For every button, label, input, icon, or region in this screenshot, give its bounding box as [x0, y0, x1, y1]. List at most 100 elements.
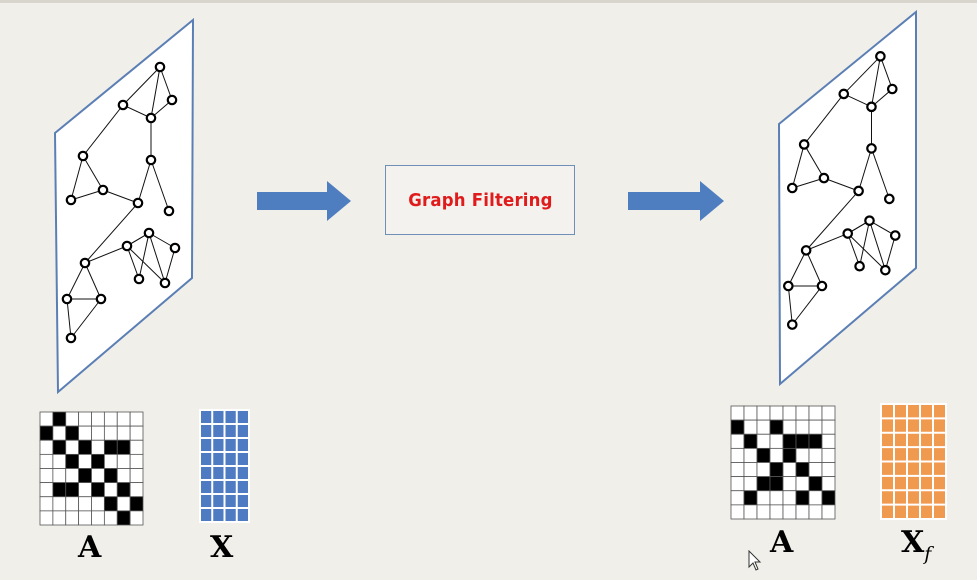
graph-edge	[791, 144, 805, 189]
graph-node	[159, 277, 171, 289]
matrix-cell	[65, 510, 80, 526]
graph-edge	[82, 155, 104, 191]
matrix-cell	[237, 439, 248, 451]
matrix-cell	[225, 495, 236, 507]
matrix-cell	[882, 476, 893, 490]
matrix-cell	[921, 491, 932, 504]
matrix-cell	[39, 411, 54, 427]
matrix-cell	[116, 510, 131, 526]
matrix-cell	[225, 439, 236, 451]
graph-edge	[805, 250, 823, 287]
graph-node	[117, 99, 129, 111]
graph-node	[169, 242, 181, 254]
matrix-cell	[103, 411, 118, 427]
graph-edge	[792, 177, 825, 189]
matrix-cell	[769, 433, 784, 449]
matrix-cell	[756, 462, 771, 478]
graph-node	[786, 319, 798, 330]
graph-node	[854, 260, 865, 272]
matrix-cell	[78, 510, 92, 526]
matrix-cell	[934, 476, 945, 490]
graph-edge	[102, 189, 139, 204]
matrix-cell	[795, 405, 810, 421]
left-adjacency-label: A	[78, 530, 102, 565]
matrix-cell	[237, 425, 248, 437]
graph-node	[875, 51, 886, 62]
graph-node	[818, 172, 830, 184]
right-adjacency-matrix	[730, 405, 836, 520]
graph-edge	[843, 55, 881, 95]
matrix-cell	[237, 467, 248, 479]
graph-node	[97, 184, 109, 196]
matrix-cell	[116, 468, 131, 484]
graph-node	[838, 88, 850, 100]
matrix-cell	[65, 411, 80, 427]
matrix-cell	[895, 448, 906, 461]
right-graph	[783, 51, 901, 330]
matrix-cell	[52, 468, 67, 484]
matrix-cell	[895, 462, 906, 475]
matrix-cell	[934, 433, 945, 447]
matrix-cell	[103, 496, 118, 512]
matrix-cell	[39, 510, 54, 526]
graph-edge	[126, 245, 166, 284]
matrix-cell	[908, 491, 919, 504]
matrix-cell	[91, 453, 105, 469]
matrix-cell	[730, 504, 745, 520]
matrix-cell	[201, 411, 212, 423]
graph-node	[866, 143, 877, 154]
matrix-cell	[116, 496, 131, 512]
graph-edge	[150, 159, 170, 212]
matrix-cell	[39, 453, 54, 469]
matrix-cell	[782, 490, 797, 506]
matrix-cell	[201, 439, 212, 451]
graph-node	[842, 228, 854, 239]
graph-node	[95, 293, 107, 305]
matrix-cell	[921, 505, 932, 518]
matrix-cell	[52, 453, 67, 469]
graph-node	[145, 112, 157, 124]
matrix-cell	[921, 405, 932, 418]
graph-filtering-label: Graph Filtering	[407, 189, 553, 211]
graph-node	[786, 182, 798, 194]
graph-node	[143, 227, 155, 239]
graph-node	[65, 332, 77, 344]
matrix-cell	[795, 419, 810, 435]
matrix-cell	[52, 411, 67, 427]
matrix-cell	[129, 425, 144, 441]
matrix-cell	[116, 482, 131, 498]
graph-edge	[858, 148, 872, 192]
matrix-cell	[213, 467, 224, 479]
matrix-cell	[895, 405, 906, 418]
right-features-label: Xf	[901, 525, 931, 564]
graph-edge	[803, 144, 825, 179]
matrix-cell	[129, 453, 144, 469]
matrix-cell	[730, 419, 745, 435]
graph-edge	[126, 245, 140, 280]
matrix-cell	[769, 504, 784, 520]
matrix-cell	[730, 405, 745, 421]
matrix-cell	[769, 405, 784, 421]
mouse-cursor-icon	[748, 550, 762, 571]
matrix-cell	[821, 419, 836, 435]
matrix-cell	[39, 425, 54, 441]
matrix-cell	[821, 405, 836, 421]
matrix-cell	[782, 405, 797, 421]
matrix-cell	[882, 448, 893, 461]
matrix-cell	[821, 504, 836, 520]
matrix-cell	[116, 425, 131, 441]
right-features-base: X	[901, 525, 925, 560]
matrix-cell	[743, 476, 758, 492]
graph-edge	[148, 232, 166, 284]
matrix-cell	[52, 439, 67, 455]
graph-node	[800, 245, 812, 256]
right-adjacency-label: A	[770, 525, 794, 560]
graph-node	[880, 264, 891, 276]
matrix-cell	[882, 419, 893, 432]
graph-edge	[122, 66, 161, 106]
matrix-cell	[769, 490, 784, 506]
graph-node	[166, 94, 178, 106]
graph-edge	[159, 66, 173, 101]
matrix-cell	[213, 495, 224, 507]
